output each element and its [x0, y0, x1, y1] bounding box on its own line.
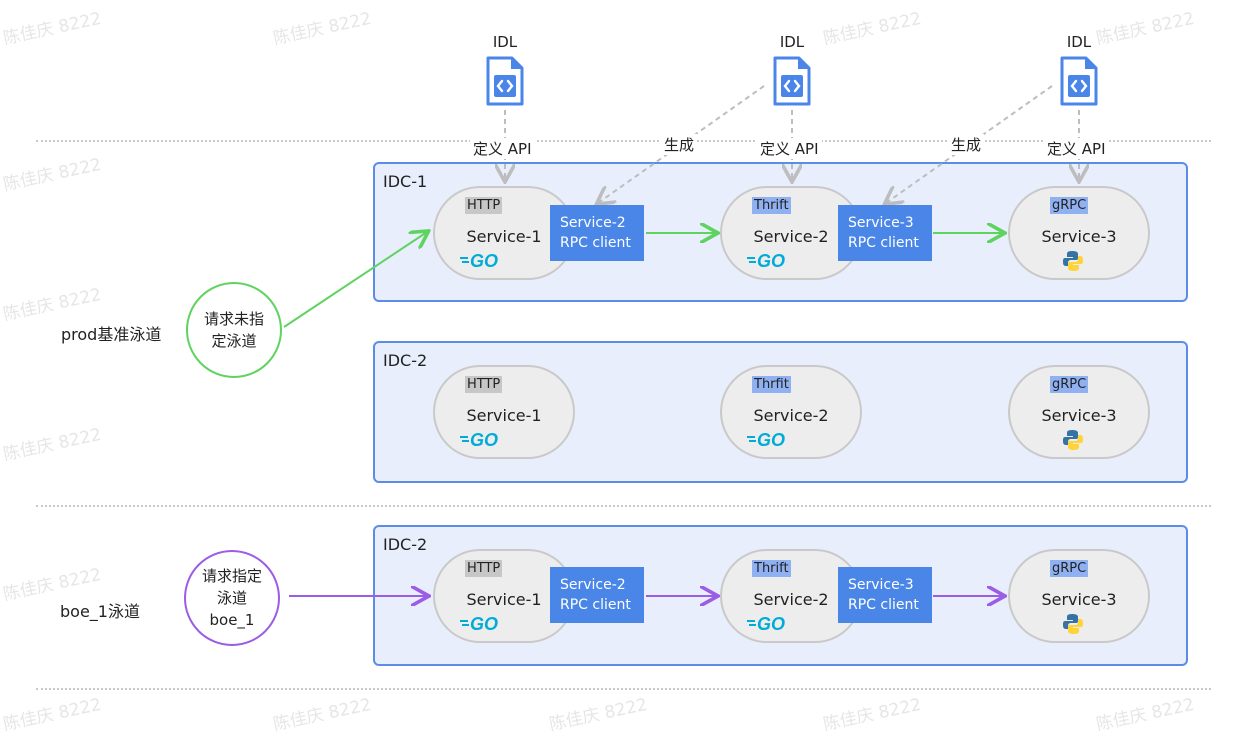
idc-label: IDC-2 — [383, 351, 428, 370]
request-text: 请求指定 — [201, 567, 262, 585]
svg-text:GO: GO — [470, 251, 498, 270]
service-name: Service-1 — [466, 406, 542, 425]
go-logo-icon: GO — [460, 430, 498, 449]
rpc-client-box: Service-2 RPC client — [550, 205, 644, 261]
svg-text:GO: GO — [757, 614, 785, 633]
python-logo-icon — [1063, 614, 1083, 634]
code-file-icon — [773, 56, 811, 106]
idl-label: IDL — [779, 33, 805, 51]
service-name: Service-2 — [753, 406, 829, 425]
service-node: HTTP Service-1 GO — [433, 186, 575, 280]
idl-label: IDL — [492, 33, 518, 51]
service-node: gRPC Service-3 — [1008, 365, 1150, 459]
request-text: 请求未指 — [203, 310, 264, 328]
idc-label: IDC-2 — [383, 535, 428, 554]
define-api-label: 定义 API — [1044, 138, 1109, 159]
svg-text:GO: GO — [470, 614, 498, 633]
protocol-badge: Thrift — [752, 197, 791, 214]
rpc-client-label: RPC client — [560, 597, 631, 613]
code-file-icon — [1060, 56, 1098, 106]
python-logo-icon — [1063, 430, 1083, 450]
request-text: 泳道 — [216, 589, 247, 607]
protocol-badge: HTTP — [465, 197, 503, 214]
service-name: Service-2 — [753, 227, 829, 246]
protocol-badge: Thrift — [752, 560, 791, 577]
service-node: gRPC Service-3 — [1008, 549, 1150, 643]
define-api-label: 定义 API — [470, 138, 535, 159]
generate-label: 生成 — [661, 134, 698, 155]
rpc-client-label: RPC client — [560, 235, 631, 251]
lane-separator — [36, 688, 1211, 690]
protocol-badge: HTTP — [465, 560, 503, 577]
generate-label: 生成 — [948, 134, 985, 155]
request-text: boe_1 — [209, 611, 255, 629]
protocol-badge: gRPC — [1050, 197, 1089, 214]
protocol-badge: gRPC — [1050, 376, 1089, 393]
rpc-client-label: RPC client — [848, 235, 919, 251]
service-name: Service-1 — [466, 590, 542, 609]
protocol-badge: Thrfit — [752, 376, 791, 393]
rpc-client-box: Service-3 RPC client — [838, 205, 932, 261]
service-name: Service-3 — [1041, 406, 1117, 425]
service-name: Service-1 — [466, 227, 542, 246]
idc-label: IDC-1 — [383, 172, 428, 191]
go-logo-icon: GO — [747, 430, 785, 449]
service-name: Service-3 — [1041, 227, 1117, 246]
boe-lane-label: boe_1泳道 — [60, 602, 140, 621]
svg-text:GO: GO — [757, 430, 785, 449]
rpc-client-service: Service-2 — [560, 215, 626, 231]
prod-request-arrow — [283, 232, 427, 328]
go-logo-icon: GO — [460, 614, 498, 633]
svg-text:GO: GO — [757, 251, 785, 270]
prod-lane-label: prod基准泳道 — [61, 325, 162, 344]
protocol-badge: gRPC — [1050, 560, 1089, 577]
boe-request-node: 请求指定 泳道 boe_1 — [184, 550, 280, 646]
protocol-badge: HTTP — [465, 376, 503, 393]
service-node: HTTP Service-1 GO — [433, 365, 575, 459]
rpc-client-service: Service-3 — [848, 215, 914, 231]
define-api-label: 定义 API — [757, 138, 822, 159]
code-file-icon — [486, 56, 524, 106]
service-name: Service-2 — [753, 590, 829, 609]
idl-label: IDL — [1066, 33, 1092, 51]
go-logo-icon: GO — [460, 251, 498, 270]
rpc-client-box: Service-2 RPC client — [550, 567, 644, 623]
service-node: Thrfit Service-2 GO — [720, 365, 862, 459]
go-logo-icon: GO — [747, 251, 785, 270]
lane-separator — [36, 505, 1211, 507]
lane-separator — [36, 140, 1211, 142]
go-logo-icon: GO — [747, 614, 785, 633]
service-name: Service-3 — [1041, 590, 1117, 609]
service-node: gRPC Service-3 — [1008, 186, 1150, 280]
prod-request-node: 请求未指 定泳道 — [186, 282, 282, 378]
rpc-client-label: RPC client — [848, 597, 919, 613]
rpc-client-service: Service-2 — [560, 577, 626, 593]
rpc-client-box: Service-3 RPC client — [838, 567, 932, 623]
python-logo-icon — [1063, 251, 1083, 271]
request-text: 定泳道 — [211, 332, 257, 350]
svg-text:GO: GO — [470, 430, 498, 449]
rpc-client-service: Service-3 — [848, 577, 914, 593]
